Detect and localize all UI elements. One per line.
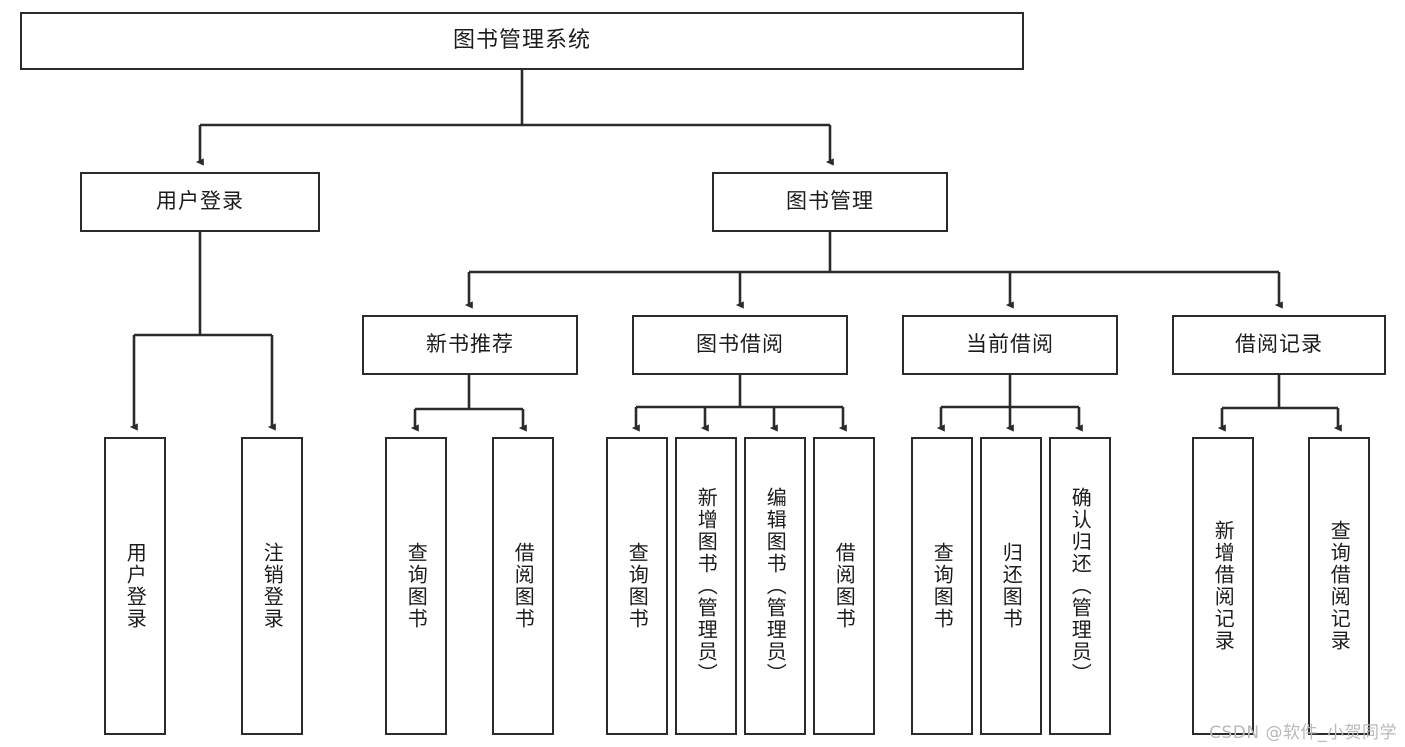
leaf-return-book[interactable]: 归还图书	[980, 437, 1042, 735]
leaf-query-book-new[interactable]: 查询图书	[385, 437, 447, 735]
node-book-borrow[interactable]: 图书借阅	[632, 315, 848, 375]
leaf-label: 编辑图书（管理员）	[763, 487, 788, 685]
leaf-borrow-book[interactable]: 借阅图书	[813, 437, 875, 735]
leaf-confirm-return-admin[interactable]: 确认归还（管理员）	[1049, 437, 1111, 735]
leaf-label: 用户登录	[123, 542, 148, 630]
node-user-login[interactable]: 用户登录	[80, 172, 320, 232]
leaf-label: 查询图书	[625, 542, 650, 630]
leaf-query-borrow-record[interactable]: 查询借阅记录	[1308, 437, 1370, 735]
leaf-borrow-book-new[interactable]: 借阅图书	[492, 437, 554, 735]
leaf-logout[interactable]: 注销登录	[241, 437, 303, 735]
leaf-add-book-admin[interactable]: 新增图书（管理员）	[675, 437, 737, 735]
leaf-label: 新增图书（管理员）	[694, 487, 719, 685]
leaf-user-login[interactable]: 用户登录	[104, 437, 166, 735]
leaf-label: 借阅图书	[511, 542, 536, 630]
leaf-label: 注销登录	[260, 542, 285, 630]
leaf-add-borrow-record[interactable]: 新增借阅记录	[1192, 437, 1254, 735]
leaf-label: 查询图书	[930, 542, 955, 630]
csdn-watermark: CSDN @软件_小贺同学	[1209, 723, 1397, 743]
leaf-query-book-current[interactable]: 查询图书	[911, 437, 973, 735]
node-borrow-record[interactable]: 借阅记录	[1172, 315, 1386, 375]
leaf-label: 确认归还（管理员）	[1068, 487, 1093, 685]
leaf-edit-book-admin[interactable]: 编辑图书（管理员）	[744, 437, 806, 735]
node-current-borrow[interactable]: 当前借阅	[902, 315, 1118, 375]
node-root-system[interactable]: 图书管理系统	[20, 12, 1024, 70]
node-book-management[interactable]: 图书管理	[712, 172, 948, 232]
leaf-label: 归还图书	[999, 542, 1024, 630]
leaf-label: 查询图书	[404, 542, 429, 630]
leaf-label: 查询借阅记录	[1327, 520, 1352, 652]
node-new-book-recommend[interactable]: 新书推荐	[362, 315, 578, 375]
leaf-label: 借阅图书	[832, 542, 857, 630]
leaf-label: 新增借阅记录	[1211, 520, 1236, 652]
leaf-query-book-borrow[interactable]: 查询图书	[606, 437, 668, 735]
